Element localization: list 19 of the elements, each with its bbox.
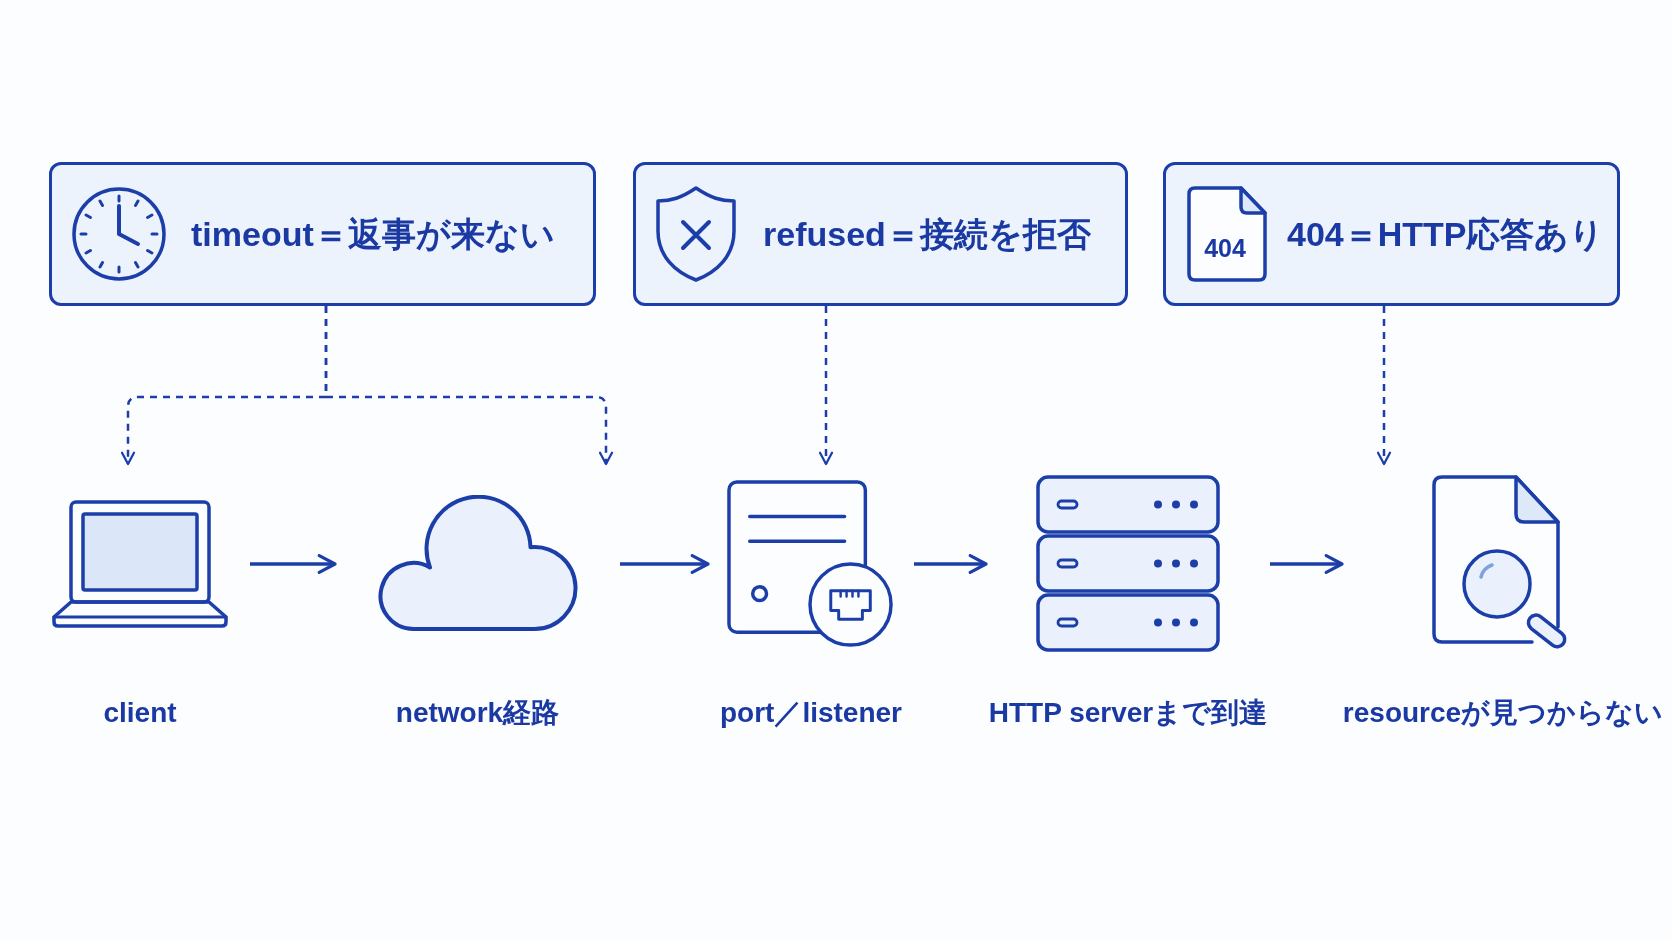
definition-card xyxy=(49,162,596,306)
dashed-arrow xyxy=(1376,306,1392,466)
card-text: refused＝接続を拒否 xyxy=(763,214,1091,255)
card-text: timeout＝返事が来ない xyxy=(191,214,555,255)
step-label: port／listener xyxy=(720,696,902,730)
dashed-arrow xyxy=(818,306,834,466)
step-label: HTTP serverまで到達 xyxy=(988,696,1268,730)
arrow xyxy=(620,554,710,574)
document-label: 404 xyxy=(1204,234,1246,262)
arrow xyxy=(250,554,337,574)
definition-card xyxy=(1163,162,1620,306)
arrow xyxy=(914,554,988,574)
definition-card xyxy=(633,162,1128,306)
step-label: resourceが見つからない xyxy=(1342,696,1664,730)
arrow xyxy=(1270,554,1344,574)
dashed-arrow xyxy=(324,306,614,466)
step-label: network経路 xyxy=(395,696,560,730)
step-label: client xyxy=(103,696,177,730)
card-text: 404＝HTTP応答あり xyxy=(1287,214,1605,255)
